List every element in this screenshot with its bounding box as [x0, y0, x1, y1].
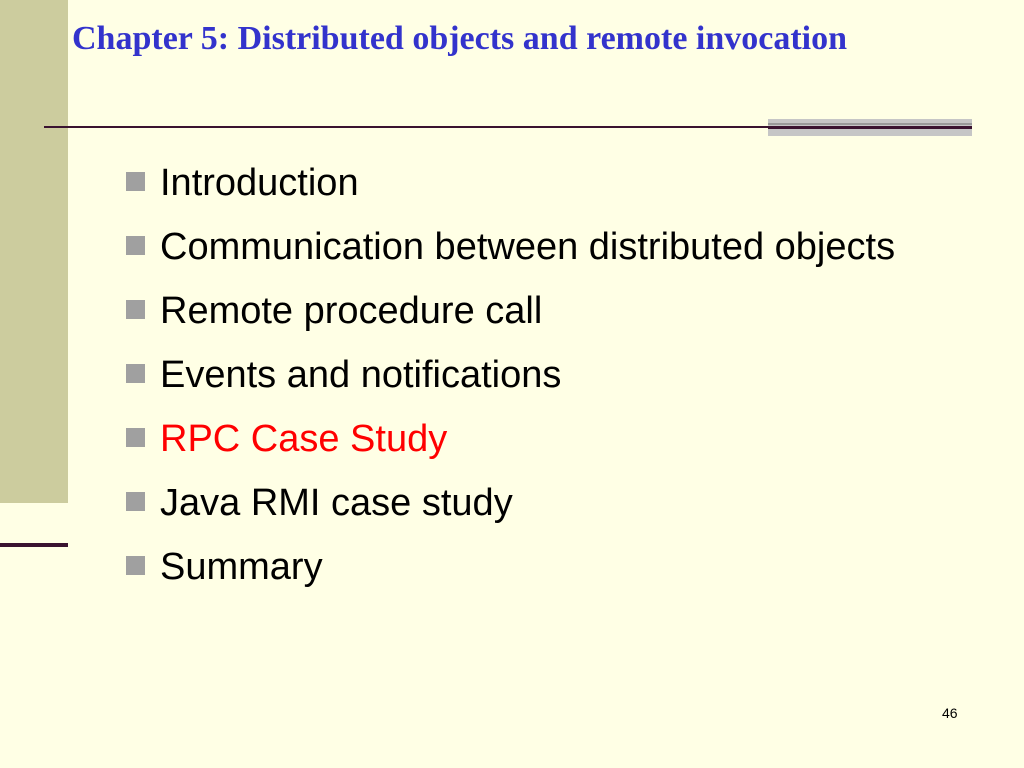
- bullet-text: Introduction: [160, 162, 359, 204]
- title-underline-accent: [768, 119, 972, 136]
- square-bullet-icon: [126, 300, 145, 319]
- bullet-item-rpc-case-study: RPC Case Study: [124, 411, 954, 468]
- page-number: 46: [942, 705, 958, 721]
- bullet-text: Remote procedure call: [160, 290, 543, 332]
- bullet-text: Events and notifications: [160, 354, 562, 396]
- bullet-item-introduction: Introduction: [124, 155, 954, 212]
- bullet-item-communication: Communication between distributed object…: [124, 219, 954, 276]
- slide-title: Chapter 5: Distributed objects and remot…: [72, 20, 848, 57]
- bullet-list: Introduction Communication between distr…: [124, 155, 954, 603]
- bullet-text: Communication between distributed object…: [160, 226, 896, 268]
- bullet-text: Summary: [160, 546, 323, 588]
- title-underline: [44, 126, 972, 128]
- left-decorative-bar: [0, 0, 68, 503]
- bullet-item-java-rmi: Java RMI case study: [124, 475, 954, 532]
- square-bullet-icon: [126, 556, 145, 575]
- square-bullet-icon: [126, 492, 145, 511]
- bullet-text-highlighted: RPC Case Study: [160, 418, 448, 460]
- square-bullet-icon: [126, 172, 145, 191]
- bullet-item-summary: Summary: [124, 539, 954, 596]
- square-bullet-icon: [126, 364, 145, 383]
- bullet-item-rpc: Remote procedure call: [124, 283, 954, 340]
- bullet-item-events: Events and notifications: [124, 347, 954, 404]
- left-decorative-rule: [0, 543, 68, 547]
- square-bullet-icon: [126, 236, 145, 255]
- square-bullet-icon: [126, 428, 145, 447]
- bullet-text: Java RMI case study: [160, 482, 513, 524]
